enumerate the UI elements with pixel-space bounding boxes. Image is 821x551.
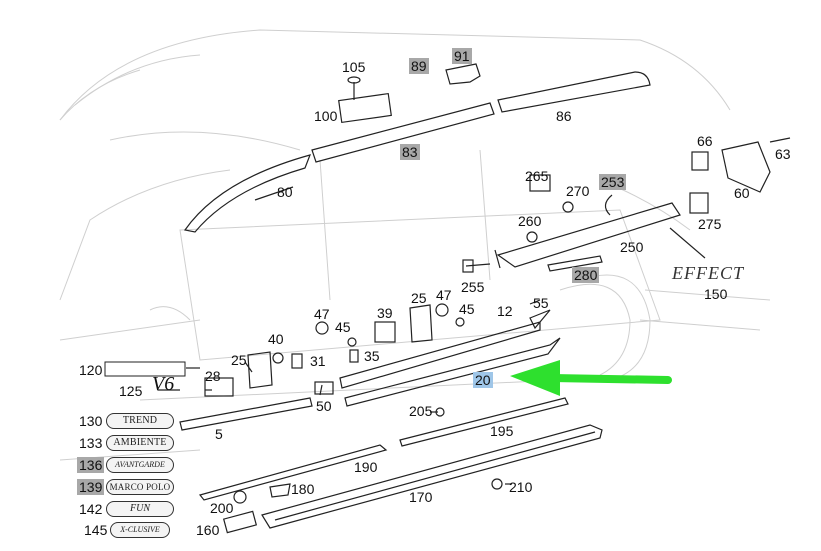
part-20[interactable]: 20 bbox=[473, 372, 493, 388]
emblem-fun: FUN bbox=[106, 501, 174, 517]
part-260: 260 bbox=[518, 213, 542, 229]
part-55: 55 bbox=[533, 295, 549, 311]
part-125: 125 bbox=[119, 383, 143, 399]
clip-260 bbox=[526, 231, 538, 243]
green-arrow-icon bbox=[510, 360, 672, 396]
clip-47a bbox=[315, 321, 329, 335]
part-170: 170 bbox=[409, 489, 433, 505]
part-120: 120 bbox=[79, 362, 103, 378]
part-5: 5 bbox=[215, 426, 223, 442]
part-130: 130 bbox=[79, 413, 103, 429]
part-105: 105 bbox=[342, 59, 366, 75]
part-35: 35 bbox=[364, 348, 380, 364]
part-39: 39 bbox=[377, 305, 393, 321]
part-145: 145 bbox=[84, 522, 108, 538]
part-80: 80 bbox=[277, 184, 293, 200]
part-40: 40 bbox=[268, 331, 284, 347]
vehicle-body-outline bbox=[59, 29, 771, 461]
emblem-v6: V6 bbox=[152, 373, 175, 395]
part-25-left: 25 bbox=[231, 352, 247, 368]
part-190: 190 bbox=[354, 459, 378, 475]
cap-50 bbox=[314, 381, 334, 395]
clip-47b bbox=[435, 303, 449, 317]
cap-66 bbox=[691, 151, 709, 171]
molding-5 bbox=[179, 397, 313, 431]
bracket-60 bbox=[721, 141, 771, 193]
clip-200 bbox=[233, 490, 247, 504]
part-47-left: 47 bbox=[314, 306, 330, 322]
rail-cap-100 bbox=[338, 92, 392, 124]
molding-20 bbox=[344, 337, 561, 407]
part-275: 275 bbox=[698, 216, 722, 232]
clip-265 bbox=[529, 174, 551, 192]
part-91: 91 bbox=[452, 48, 472, 64]
part-139: 139 bbox=[77, 479, 105, 495]
part-210: 210 bbox=[509, 479, 533, 495]
part-133: 133 bbox=[79, 435, 103, 451]
part-200: 200 bbox=[210, 500, 234, 516]
clip-39 bbox=[374, 321, 396, 343]
clip-strip-195 bbox=[399, 397, 569, 447]
strip-280 bbox=[547, 255, 603, 272]
part-60: 60 bbox=[734, 185, 750, 201]
part-250: 250 bbox=[620, 239, 644, 255]
part-180: 180 bbox=[291, 481, 315, 497]
part-25-top: 25 bbox=[411, 290, 427, 306]
emblem-ambiente: AMBIENTE bbox=[106, 435, 174, 451]
end-cap-160 bbox=[222, 510, 258, 534]
part-31: 31 bbox=[310, 353, 326, 369]
part-89: 89 bbox=[409, 58, 429, 74]
part-45-left: 45 bbox=[335, 319, 351, 335]
part-160: 160 bbox=[196, 522, 220, 538]
part-136: 136 bbox=[77, 457, 105, 473]
part-12: 12 bbox=[497, 303, 513, 319]
molding-12 bbox=[339, 321, 541, 389]
clip-270 bbox=[562, 201, 574, 213]
roof-rail-83 bbox=[311, 102, 495, 163]
emblem-marco-polo: MARCO POLO bbox=[106, 479, 174, 495]
part-150: 150 bbox=[704, 286, 728, 302]
molding-250 bbox=[496, 202, 681, 268]
cap-275 bbox=[689, 192, 709, 214]
roof-rail-80 bbox=[183, 154, 311, 233]
emblem-120 bbox=[104, 361, 186, 377]
part-83: 83 bbox=[400, 144, 420, 160]
part-280: 280 bbox=[572, 267, 600, 283]
emblem-effect: EFFECT bbox=[672, 263, 744, 283]
part-253: 253 bbox=[599, 174, 627, 190]
part-45-right: 45 bbox=[459, 301, 475, 317]
end-cap-55 bbox=[529, 309, 551, 330]
part-28: 28 bbox=[205, 368, 221, 384]
part-265: 265 bbox=[525, 168, 549, 184]
part-63: 63 bbox=[775, 146, 791, 162]
part-100: 100 bbox=[314, 108, 338, 124]
part-66: 66 bbox=[697, 133, 713, 149]
part-142: 142 bbox=[79, 501, 103, 517]
part-270: 270 bbox=[566, 183, 590, 199]
part-205: 205 bbox=[409, 403, 433, 419]
clip-31 bbox=[291, 353, 303, 369]
part-195: 195 bbox=[490, 423, 514, 439]
emblem-x-clusive: X-CLUSIVE bbox=[110, 522, 170, 538]
part-255: 255 bbox=[461, 279, 485, 295]
clip-35 bbox=[349, 349, 359, 363]
parts-lines bbox=[158, 63, 791, 534]
part-47-right: 47 bbox=[436, 287, 452, 303]
clip-28 bbox=[204, 377, 234, 397]
screw-210 bbox=[491, 478, 503, 490]
clip-180 bbox=[269, 483, 291, 498]
clip-25a bbox=[409, 304, 433, 343]
part-86: 86 bbox=[556, 108, 572, 124]
clip-25b bbox=[247, 351, 273, 389]
clip-strip-190 bbox=[198, 444, 388, 501]
part-50: 50 bbox=[316, 398, 332, 414]
clip-40 bbox=[272, 352, 284, 364]
roof-rail-86 bbox=[497, 71, 651, 113]
emblem-trend: TREND bbox=[106, 413, 174, 429]
emblem-avantgarde: AVANTGARDE bbox=[106, 457, 174, 473]
sill-170 bbox=[261, 424, 603, 529]
